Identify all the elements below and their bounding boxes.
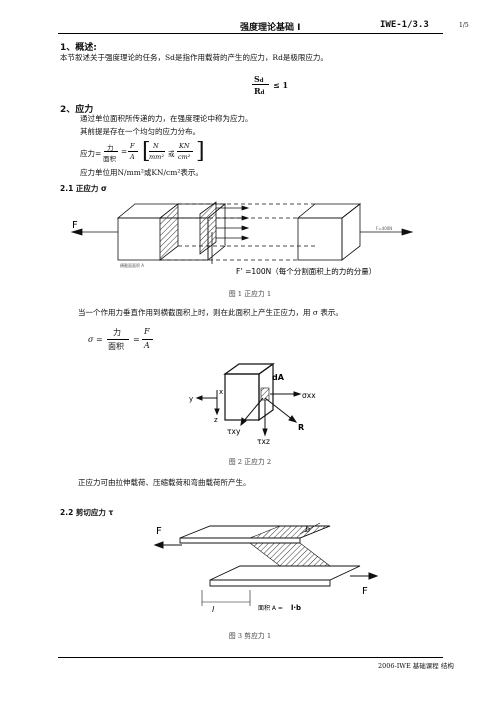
section-heading-normal-stress: 2.1 正应力 σ — [60, 184, 107, 193]
formula-sigma-A: A — [144, 341, 150, 350]
stress-unit-text: 应力单位用N/mm²或KN/cm²表示。 — [80, 168, 203, 177]
middle-section — [199, 201, 250, 264]
label-tau-xz: τxz — [257, 437, 270, 446]
dimension-marks — [201, 522, 321, 606]
formula-area: 面积 — [103, 155, 116, 163]
formula-r: R — [254, 86, 261, 96]
stress-arrows — [240, 391, 302, 437]
figure-1-normal-stress: F F=400N 横截面面积 A F’ =100N（每个分割面积上的力的分量） — [70, 201, 414, 276]
stress-para-1: 通过单位面积所传递的力，在强度理论中称为应力。 — [80, 114, 253, 123]
normal-stress-definition: 当一个作用力垂直作用到横截面积上时，则在此面积上产生正应力，用 σ 表示。 — [78, 308, 343, 317]
section-heading-overview: 1、概述: — [60, 43, 97, 53]
document-code: IWE-1/3.3 — [380, 20, 429, 30]
bracket-left: [ — [142, 139, 151, 164]
formula-sigma-eq: = — [133, 335, 140, 344]
shear-plane — [249, 542, 331, 567]
label-R: R — [298, 423, 304, 432]
force-arrow-left — [70, 228, 118, 236]
formula-sigma-F: F — [144, 327, 150, 336]
stress-formula: 应力= 力 面积 = F A [ N mm² 或 KN cm² ] — [80, 140, 230, 168]
figure-3-caption: 图 3 剪应力 1 — [228, 632, 272, 640]
formula-sigma-area: 面积 — [108, 342, 124, 351]
formula-or: 或 — [168, 150, 175, 158]
footer-text: 2006-IWE 基础课程 结构 — [378, 662, 454, 670]
label-F-left: F — [156, 526, 162, 537]
cross-section-area — [159, 203, 179, 261]
page-number: 1/5 — [459, 22, 469, 29]
right-block — [296, 203, 362, 261]
label-dA: dA — [272, 373, 285, 382]
axes — [195, 390, 220, 416]
lower-plate — [209, 565, 361, 587]
label-y: y — [189, 395, 193, 403]
label-cross-area: 横截面面积 A — [120, 262, 144, 268]
formula-s-sub: d — [259, 78, 264, 84]
label-sigma-xx: σxx — [302, 391, 316, 400]
label-F: F — [72, 220, 78, 231]
figure-2-stress-cube: dA x y z σxx τxy τxz R — [189, 362, 316, 446]
formula-relation: ≤ 1 — [273, 80, 289, 90]
footer-rule — [58, 657, 443, 658]
label-F-right: F — [362, 586, 368, 597]
figure-2-caption: 图 2 正应力 2 — [228, 458, 272, 466]
header-rule — [58, 33, 443, 34]
label-area-expr: l·b — [291, 604, 301, 612]
document-title: 强度理论基础 I — [240, 23, 301, 33]
formula-unit-cm2: cm² — [178, 153, 191, 161]
bracket-right: ] — [196, 139, 205, 164]
formula-unit-KN: KN — [179, 142, 190, 150]
label-area: 面积 A = — [258, 604, 283, 612]
formula-F: F — [130, 142, 135, 150]
formula-r-sub: d — [260, 90, 265, 96]
normal-stress-sources: 正应力可由拉伸载荷、压缩载荷和弯曲载荷所产生。 — [78, 478, 251, 487]
stress-para-2: 其前提是存在一个均匀的应力分布。 — [80, 127, 200, 136]
sigma-formula: σ = 力 面积 = F A — [88, 327, 168, 355]
formula-sigma-force: 力 — [113, 328, 121, 337]
formula-unit-N: N — [153, 142, 159, 150]
formula-eq: = — [121, 147, 128, 156]
label-x: x — [219, 388, 223, 396]
formula-force: 力 — [107, 144, 114, 152]
shear-forces — [153, 541, 379, 580]
label-F-right: F=400N — [376, 226, 392, 231]
section-heading-shear-stress: 2.2 剪切应力 τ — [60, 508, 114, 517]
overlap-area — [249, 525, 331, 539]
force-arrow-right — [360, 228, 414, 236]
label-l: l — [212, 605, 215, 614]
label-tau-xy: τxy — [227, 427, 241, 436]
formula-s: S — [254, 74, 260, 84]
ratio-formula: Sd Rd ≤ 1 — [252, 74, 302, 100]
formula-sigma: σ = — [88, 335, 103, 344]
section-heading-stress: 2、应力 — [60, 105, 94, 115]
label-z: z — [214, 416, 218, 424]
label-b: b — [305, 525, 310, 534]
label-partial-force: F’ =100N（每个分割面积上的力的分量） — [236, 266, 376, 276]
figure-1-caption: 图 1 正应力 1 — [228, 290, 272, 298]
fraction-bar — [252, 84, 269, 85]
formula-unit-mm2: mm² — [149, 153, 164, 161]
figure-3-shear-stress: F F b l 面积 A = l·b — [153, 522, 379, 614]
formula-A: A — [130, 153, 135, 161]
overview-text: 本节叙述关于强度理论的任务，Sd是指作用载荷的产生的应力，Rd是极限应力。 — [60, 53, 328, 62]
formula-stress-lhs: 应力= — [80, 149, 102, 158]
